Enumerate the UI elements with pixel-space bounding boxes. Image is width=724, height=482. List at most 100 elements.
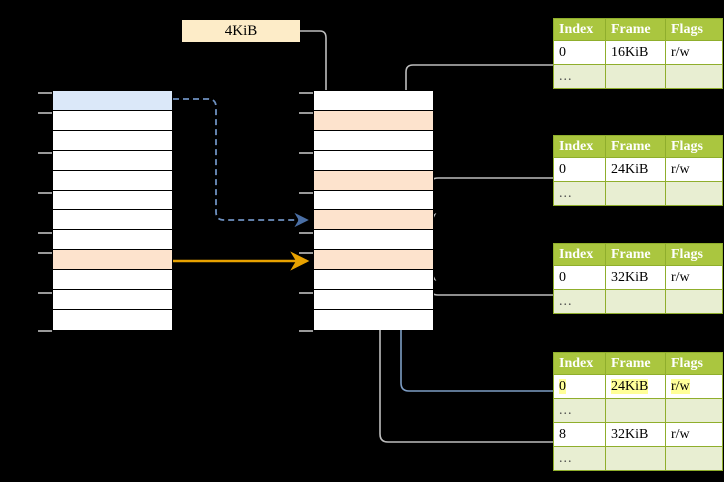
cell-index[interactable]: ... xyxy=(553,446,606,471)
cell-flags[interactable] xyxy=(665,289,723,314)
virtual-page-row[interactable] xyxy=(53,250,172,271)
page-table-ellipsis-row[interactable]: ... xyxy=(553,446,723,471)
physical-column-tick xyxy=(299,152,313,154)
virtual-column-tick xyxy=(38,112,52,114)
virtual-page-row[interactable] xyxy=(53,130,172,151)
virtual-column-tick xyxy=(38,192,52,194)
virtual-address-column xyxy=(52,90,173,330)
column-header-index: Index xyxy=(553,135,606,158)
virtual-page-row[interactable] xyxy=(53,309,172,330)
cell-index[interactable]: 0 xyxy=(553,374,606,399)
virtual-page-row[interactable] xyxy=(53,290,172,310)
physical-frame-row[interactable] xyxy=(314,130,433,151)
highlighted-value: 0 xyxy=(559,378,566,394)
cell-flags[interactable]: r/w xyxy=(665,157,723,182)
virtual-page-row[interactable] xyxy=(53,190,172,211)
cell-index[interactable]: ... xyxy=(553,64,606,89)
size-label-4kib: 4KiB xyxy=(182,20,300,42)
physical-frame-row[interactable] xyxy=(314,91,433,111)
physical-frame-row[interactable] xyxy=(314,150,433,171)
cell-index[interactable]: ... xyxy=(553,289,606,314)
physical-column-tick xyxy=(299,292,313,294)
virtual-column-tick xyxy=(38,152,52,154)
virtual-page-row[interactable] xyxy=(53,150,172,171)
column-header-flags: Flags xyxy=(665,135,723,158)
physical-column-tick xyxy=(299,252,313,254)
virtual-page-row[interactable] xyxy=(53,110,172,131)
virtual-page-row[interactable] xyxy=(53,170,172,191)
page-table-ellipsis-row[interactable]: ... xyxy=(553,289,723,314)
physical-frame-row[interactable] xyxy=(314,170,433,191)
cell-index[interactable]: 0 xyxy=(553,157,606,182)
cell-frame[interactable] xyxy=(605,398,666,423)
cell-frame[interactable]: 32KiB xyxy=(605,265,666,290)
virtual-page-row[interactable] xyxy=(53,210,172,231)
physical-memory-column xyxy=(313,90,434,330)
virtual-column-tick xyxy=(38,252,52,254)
link-pt3-to-physical xyxy=(423,268,553,296)
cell-index[interactable]: 0 xyxy=(553,40,606,65)
link-virtual-to-physical-dashed xyxy=(173,98,309,228)
cell-frame[interactable]: 16KiB xyxy=(605,40,666,65)
physical-frame-row[interactable] xyxy=(314,309,433,330)
cell-flags[interactable]: r/w xyxy=(665,40,723,65)
page-table-ellipsis-row[interactable]: ... xyxy=(553,398,723,423)
physical-frame-row[interactable] xyxy=(314,190,433,211)
column-header-flags: Flags xyxy=(665,243,723,266)
column-header-flags: Flags xyxy=(665,352,723,375)
cell-frame[interactable]: 32KiB xyxy=(605,422,666,447)
cell-frame[interactable]: 24KiB xyxy=(605,374,666,399)
physical-column-tick xyxy=(299,112,313,114)
page-table-ellipsis-row[interactable]: ... xyxy=(553,64,723,89)
cell-frame[interactable] xyxy=(605,289,666,314)
column-header-index: Index xyxy=(553,352,606,375)
physical-column-tick xyxy=(299,330,313,332)
column-header-flags: Flags xyxy=(665,18,723,41)
cell-frame[interactable] xyxy=(605,64,666,89)
physical-frame-row[interactable] xyxy=(314,270,433,291)
cell-flags[interactable] xyxy=(665,181,723,206)
physical-frame-row[interactable] xyxy=(314,250,433,271)
page-table-ellipsis-row[interactable]: ... xyxy=(553,181,723,206)
cell-frame[interactable]: 24KiB xyxy=(605,157,666,182)
cell-flags[interactable] xyxy=(665,64,723,89)
cell-index[interactable]: 8 xyxy=(553,422,606,447)
column-header-frame: Frame xyxy=(605,352,666,375)
highlighted-value: r/w xyxy=(671,378,690,394)
cell-flags[interactable] xyxy=(665,398,723,423)
column-header-index: Index xyxy=(553,18,606,41)
physical-frame-row[interactable] xyxy=(314,210,433,231)
cell-flags[interactable]: r/w xyxy=(665,422,723,447)
column-header-frame: Frame xyxy=(605,18,666,41)
cell-flags[interactable]: r/w xyxy=(665,374,723,399)
cell-flags[interactable]: r/w xyxy=(665,265,723,290)
physical-frame-row[interactable] xyxy=(314,230,433,251)
virtual-page-row[interactable] xyxy=(53,270,172,291)
cell-index[interactable]: ... xyxy=(553,181,606,206)
page-table-row[interactable]: 0 24KiB r/w xyxy=(553,374,723,399)
cell-index[interactable]: ... xyxy=(553,398,606,423)
physical-frame-row[interactable] xyxy=(314,290,433,310)
virtual-page-row[interactable] xyxy=(53,91,172,111)
physical-frame-row[interactable] xyxy=(314,110,433,131)
cell-index[interactable]: 0 xyxy=(553,265,606,290)
cell-flags[interactable] xyxy=(665,446,723,471)
cell-frame[interactable] xyxy=(605,181,666,206)
physical-column-tick xyxy=(299,92,313,94)
cell-frame[interactable] xyxy=(605,446,666,471)
physical-column-tick xyxy=(299,232,313,234)
virtual-column-tick xyxy=(38,292,52,294)
column-header-index: Index xyxy=(553,243,606,266)
virtual-page-row[interactable] xyxy=(53,230,172,251)
